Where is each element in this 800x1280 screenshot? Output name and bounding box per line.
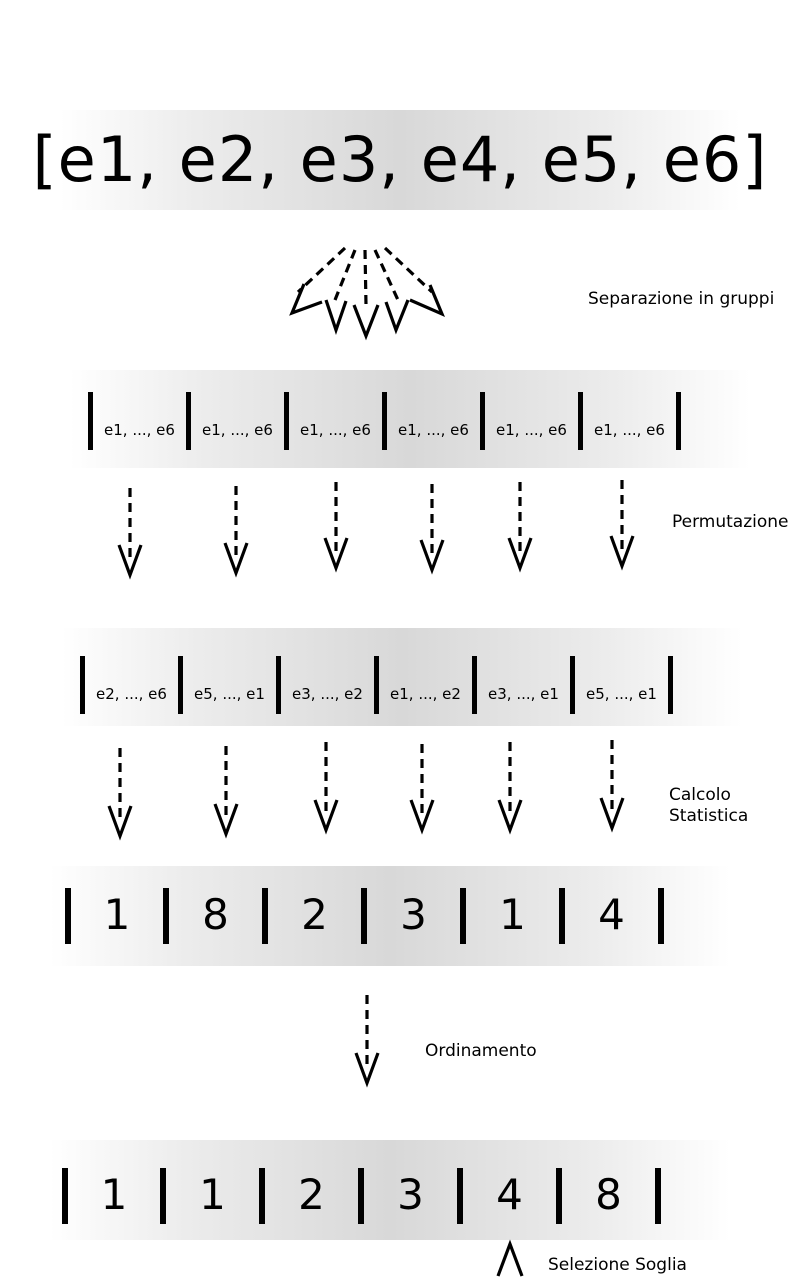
statistic-cell: 4 [598, 890, 625, 939]
group-separator [578, 392, 583, 450]
group-cell: e1, ..., e6 [202, 421, 273, 439]
sorted-statistic-cell: 4 [496, 1170, 523, 1219]
statistic-separator [361, 888, 367, 944]
threshold-selection-caret [496, 1239, 524, 1277]
permutation-arrow [323, 482, 349, 573]
permuted-group-cell: e3, ..., e1 [488, 685, 559, 703]
permuted-row-band [62, 628, 742, 726]
statistic-cell: 1 [499, 890, 526, 939]
statistic-separator [460, 888, 466, 944]
split-arrow-heads [289, 283, 445, 341]
sorted-statistic-separator [655, 1168, 661, 1224]
permuted-group-separator [374, 656, 379, 714]
sorted-statistic-separator [457, 1168, 463, 1224]
label-split: Separazione in gruppi [588, 289, 775, 309]
title-band [60, 110, 740, 210]
permutation-arrow [419, 484, 445, 575]
split-arrows-fan [296, 246, 434, 306]
permuted-group-cell: e5, ..., e1 [586, 685, 657, 703]
statistic-separator [658, 888, 664, 944]
statistic-separator [559, 888, 565, 944]
sorted-statistic-cell: 8 [595, 1170, 622, 1219]
statistic-cell: 8 [202, 890, 229, 939]
group-separator [186, 392, 191, 450]
group-cell: e1, ..., e6 [496, 421, 567, 439]
group-separator [88, 392, 93, 450]
permuted-group-separator [668, 656, 673, 714]
label-stat-line2: Statistica [669, 806, 749, 826]
permutation-arrow [117, 488, 143, 580]
permuted-group-separator [276, 656, 281, 714]
permuted-group-cell: e2, ..., e6 [96, 685, 167, 703]
permuted-group-separator [472, 656, 477, 714]
sorted-statistic-cell: 1 [100, 1170, 128, 1219]
sorted-statistic-cell: 3 [397, 1170, 424, 1219]
input-list-title: [e1, e2, e3, e4, e5, e6] [32, 123, 768, 196]
group-cell: e1, ..., e6 [300, 421, 371, 439]
permutation-arrow [507, 482, 533, 573]
statistic-arrow [107, 748, 133, 841]
statistic-cell: 1 [103, 890, 131, 939]
statistic-arrow [313, 742, 339, 835]
group-separator [284, 392, 289, 450]
permuted-group-separator [570, 656, 575, 714]
statistic-arrow [599, 740, 625, 833]
group-cell: e1, ..., e6 [594, 421, 665, 439]
sorted-statistic-separator [62, 1168, 68, 1224]
sorted-statistic-separator [556, 1168, 562, 1224]
permutation-arrow [609, 480, 635, 571]
label-stat-line1: Calcolo [669, 785, 731, 805]
permuted-group-separator [178, 656, 183, 714]
statistic-arrow [497, 742, 523, 835]
sorted-statistic-separator [259, 1168, 265, 1224]
label-sort: Ordinamento [425, 1041, 537, 1061]
permuted-group-separator [80, 656, 85, 714]
label-permute: Permutazione [672, 512, 789, 532]
statistic-arrow [213, 746, 239, 839]
statistic-cell: 3 [400, 890, 427, 939]
sort-arrow [354, 995, 380, 1088]
permuted-group-cell: e5, ..., e1 [194, 685, 265, 703]
group-cell: e1, ..., e6 [398, 421, 469, 439]
groups-row-band [70, 370, 750, 468]
statistic-separator [65, 888, 71, 944]
group-separator [382, 392, 387, 450]
statistic-separator [262, 888, 268, 944]
statistic-cell: 2 [301, 890, 328, 939]
permutation-arrow [223, 486, 249, 578]
permuted-group-cell: e1, ..., e2 [390, 685, 461, 703]
group-cell: e1, ..., e6 [104, 421, 175, 439]
statistic-arrow [409, 744, 435, 835]
group-separator [480, 392, 485, 450]
group-separator [676, 392, 681, 450]
sorted-statistic-separator [160, 1168, 166, 1224]
sorted-statistic-separator [358, 1168, 364, 1224]
label-select: Selezione Soglia [548, 1255, 687, 1275]
sorted-statistic-cell: 2 [298, 1170, 325, 1219]
statistic-separator [163, 888, 169, 944]
sorted-statistic-cell: 1 [199, 1170, 226, 1219]
permuted-group-cell: e3, ..., e2 [292, 685, 363, 703]
